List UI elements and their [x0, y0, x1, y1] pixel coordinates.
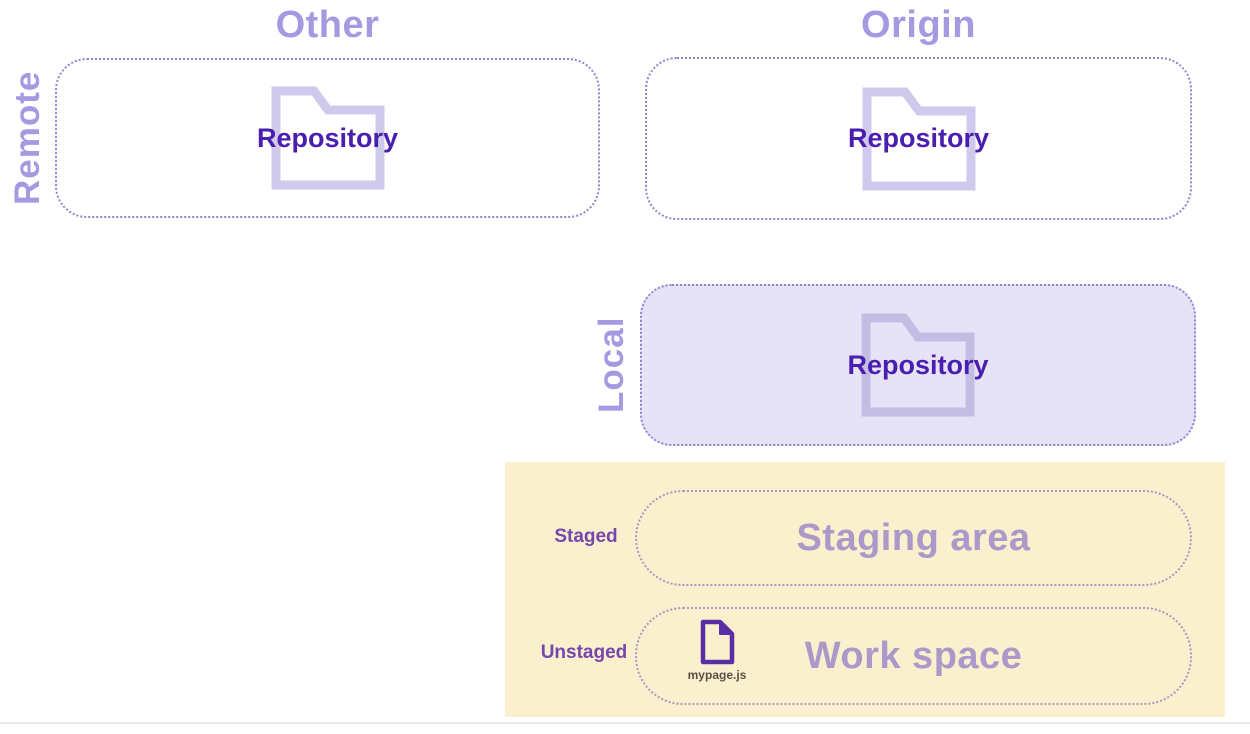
work-space-label: Work space	[804, 634, 1023, 677]
other-remote-title: Other	[275, 4, 380, 46]
file-icon	[700, 619, 735, 665]
repository-label: Repository	[256, 122, 399, 153]
other-repository-box: Repository	[55, 58, 600, 218]
unstaged-file: mypage.js	[686, 619, 748, 682]
staged-row-label: Staged	[554, 526, 618, 547]
local-group-label: Local	[592, 316, 631, 414]
folder-icon	[862, 87, 975, 190]
folder-icon	[271, 86, 384, 190]
origin-remote-title: Origin	[861, 4, 976, 46]
repository-label: Repository	[847, 349, 989, 380]
file-name-label: mypage.js	[687, 668, 747, 682]
work-space-box: mypage.js Work space	[635, 607, 1192, 705]
repository-label: Repository	[847, 123, 990, 153]
workspace-area: Staged Staging area Unstaged mypage.js W…	[505, 462, 1225, 717]
folder-icon	[861, 313, 975, 417]
staging-area-label: Staging area	[796, 516, 1031, 559]
bottom-divider	[0, 722, 1250, 724]
origin-repository-box: Repository	[645, 57, 1192, 220]
remote-group-label: Remote	[8, 70, 47, 206]
local-repository-box: Repository	[640, 284, 1196, 446]
unstaged-row-label: Unstaged	[540, 642, 628, 663]
staging-area-box: Staging area	[635, 490, 1192, 586]
